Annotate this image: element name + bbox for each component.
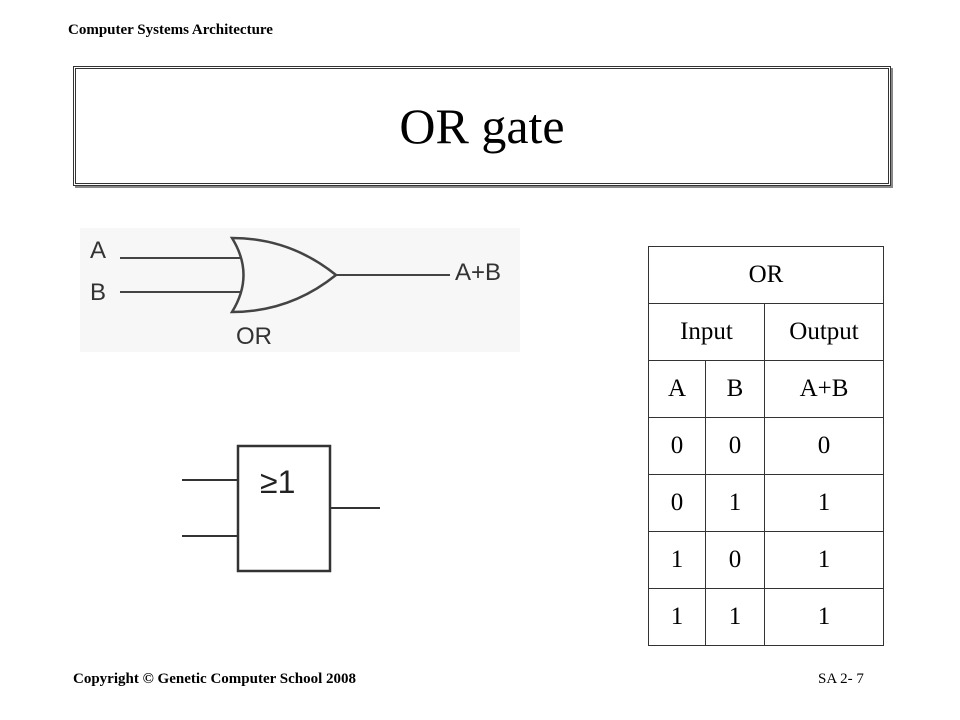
output-group-header: Output: [764, 303, 884, 361]
table-cell: 1: [764, 474, 884, 532]
slide-title: OR gate: [399, 98, 565, 154]
iec-gate-box: [236, 444, 332, 573]
table-title-row: OR: [648, 246, 884, 304]
table-cell: 1: [705, 474, 765, 532]
table-cell: 1: [764, 588, 884, 646]
truth-table: OR Input Output A B A+B 0 0 0 0 1 1 1 0 …: [648, 246, 884, 646]
table-row: 0 0 0: [648, 417, 884, 475]
table-cell: 0: [705, 417, 765, 475]
course-title: Computer Systems Architecture: [68, 22, 273, 38]
table-cell: 1: [648, 531, 706, 589]
or-gate-iec-diagram: ≥1: [182, 444, 380, 573]
input-group-header: Input: [648, 303, 765, 361]
table-cell: 1: [648, 588, 706, 646]
table-cell: 0: [764, 417, 884, 475]
output-label: A+B: [455, 259, 501, 286]
table-cell: 1: [705, 588, 765, 646]
input-b-label: B: [90, 279, 106, 306]
table-cell: 0: [648, 474, 706, 532]
column-header-b: B: [705, 360, 765, 418]
table-title: OR: [648, 246, 884, 304]
input-a-label: A: [90, 237, 106, 264]
table-cell: 1: [764, 531, 884, 589]
table-column-header-row: A B A+B: [648, 360, 884, 418]
or-gate-shape: [229, 236, 338, 314]
table-row: 0 1 1: [648, 474, 884, 532]
iec-symbol: ≥1: [260, 464, 295, 500]
or-gate-ansi-diagram: A B A+B OR: [80, 228, 520, 352]
table-cell: 0: [705, 531, 765, 589]
column-header-output: A+B: [764, 360, 884, 418]
slide-number: SA 2- 7: [818, 671, 864, 687]
column-header-a: A: [648, 360, 706, 418]
title-box: OR gate: [73, 66, 891, 186]
copyright-footer: Copyright © Genetic Computer School 2008: [73, 671, 357, 687]
table-group-header-row: Input Output: [648, 303, 884, 361]
table-cell: 0: [648, 417, 706, 475]
table-row: 1 1 1: [648, 588, 884, 646]
table-row: 1 0 1: [648, 531, 884, 589]
gate-name-label: OR: [236, 323, 272, 350]
